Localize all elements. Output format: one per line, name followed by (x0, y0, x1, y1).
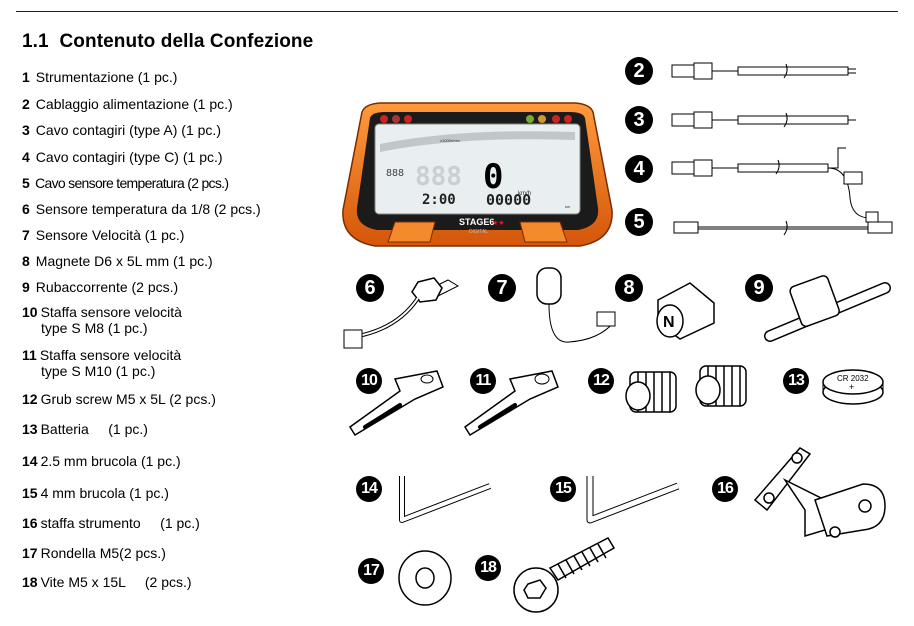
callout-6: 6 (356, 274, 384, 302)
screw-illustration (513, 537, 616, 613)
allen-key-4-illustration (586, 476, 680, 524)
odo-readout: 00000 (486, 191, 531, 209)
speed-unit: km/h (518, 191, 531, 197)
battery-label: CR 2032 (837, 374, 869, 383)
allen-key-25-illustration (399, 476, 492, 523)
callout-4: 4 (625, 155, 653, 183)
clock-readout: 2:00 (422, 192, 456, 208)
wire-tap-illustration (764, 275, 891, 342)
rpm-label: x1000r/min (440, 138, 460, 143)
temp-ghost-digits: 888 (386, 168, 404, 179)
callout-7: 7 (488, 274, 516, 302)
callout-10: 10 (356, 368, 382, 394)
bracket-m8-illustration (348, 370, 444, 437)
callout-8: 8 (615, 274, 643, 302)
magnet-letter: N (663, 314, 675, 331)
rpm-ghost-digits: 888 (415, 162, 462, 192)
battery-sign: + (849, 382, 854, 392)
battery-illustration: CR 2032 + (822, 369, 884, 405)
brand-logo: STAGE6 (459, 217, 494, 227)
callout-15: 15 (550, 476, 576, 502)
callout-2: 2 (625, 57, 653, 85)
speed-readout: 0 (483, 157, 503, 197)
temp-sensor-illustration (343, 277, 460, 349)
brand-stars: ★★ (492, 219, 505, 227)
dashboard-illustration: 888 888 0 km/h x1000r/min 2:00 00000 km … (342, 102, 613, 247)
callout-14: 14 (356, 476, 382, 502)
callout-9: 9 (745, 274, 773, 302)
grub-screws-illustration (625, 365, 747, 413)
callout-12: 12 (588, 368, 614, 394)
callout-16: 16 (712, 476, 738, 502)
top-rule (16, 11, 898, 12)
section-title: 1.1 Contenuto della Confezione (22, 31, 314, 52)
dash-mount-illustration (753, 447, 886, 538)
callout-5: 5 (625, 208, 653, 236)
bracket-m10-illustration (463, 370, 559, 437)
tach-cable-a-illustration (671, 111, 856, 129)
callout-3: 3 (625, 106, 653, 134)
callout-17: 17 (358, 558, 384, 584)
callout-18: 18 (475, 555, 501, 581)
speed-sensor-illustration (536, 267, 616, 343)
odo-unit: km (565, 204, 571, 209)
magnet-illustration: N (656, 282, 715, 340)
tach-cable-c-illustration (671, 147, 879, 223)
brand-sub: DIGITAL (469, 229, 488, 235)
power-harness-illustration (671, 62, 856, 80)
temp-cable-illustration (673, 220, 893, 236)
callout-11: 11 (470, 368, 496, 394)
callout-13: 13 (783, 368, 809, 394)
washer-illustration (398, 550, 452, 606)
